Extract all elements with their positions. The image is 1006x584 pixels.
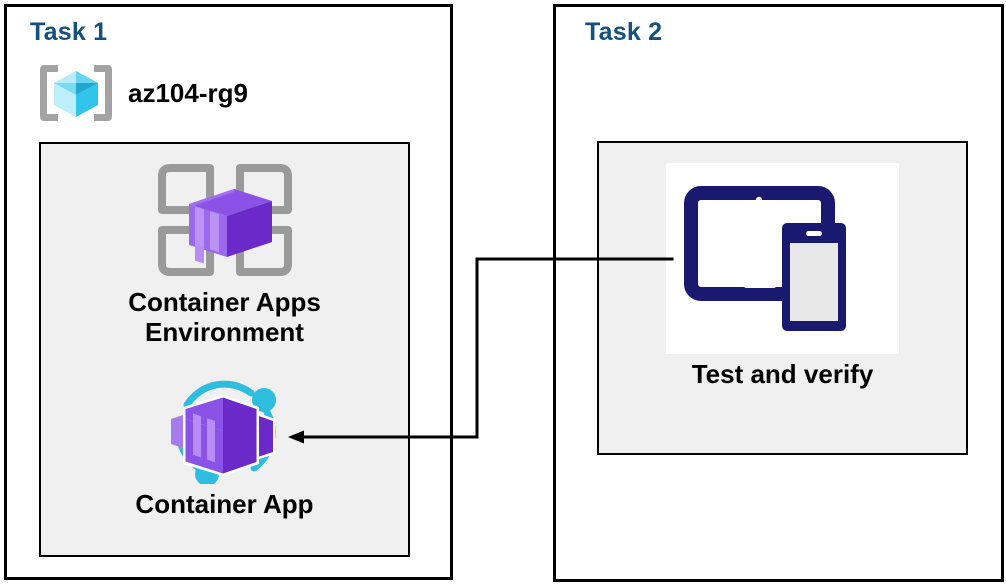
test-and-verify-label: Test and verify	[691, 359, 874, 389]
devices-tablet-phone-icon	[666, 163, 899, 354]
resource-group-row: az104-rg9	[36, 62, 248, 124]
node-test-and-verify: Test and verify	[599, 163, 966, 390]
container-app-label: Container App	[135, 489, 314, 519]
resource-group-icon	[36, 62, 116, 124]
task-2-title: Task 2	[585, 18, 663, 46]
container-apps-environment-label: Container Apps Environment	[128, 287, 321, 347]
node-container-app: Container App	[41, 374, 408, 520]
node-container-apps-environment: Container Apps Environment	[41, 158, 408, 347]
resource-group-label: az104-rg9	[128, 77, 248, 108]
task-1-title: Task 1	[30, 18, 108, 46]
container-app-node-dot	[251, 388, 276, 412]
container-app-icon	[155, 374, 295, 486]
task-1-inner-box: Container Apps Environment	[39, 142, 410, 557]
task-2-inner-box: Test and verify	[597, 141, 968, 455]
container-apps-environment-icon	[150, 158, 300, 282]
